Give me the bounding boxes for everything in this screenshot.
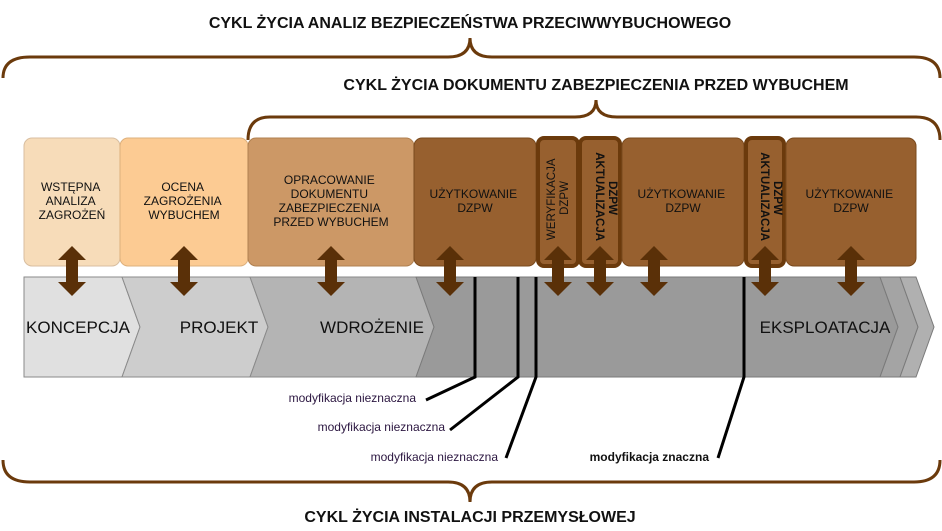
box-uzytkowanie-2-text: UŻYTKOWANIE DZPW xyxy=(638,187,729,215)
box-aktualizacja-1-text: AKTUALIZACJA DZPW xyxy=(593,152,618,244)
box-weryfikacja-text: WERYFIKACJA DZPW xyxy=(546,156,571,240)
modification-lines xyxy=(425,277,746,459)
box-aktualizacja-2-text: AKTUALIZACJA DZPW xyxy=(758,152,783,244)
phase-label-eksploatacja: EKSPLOATACJA xyxy=(760,318,891,337)
box-wstepna-analiza-text: WSTĘPNA ANALIZA ZAGROŻEŃ xyxy=(39,180,106,222)
box-uzytkowanie-3-text: UŻYTKOWANIE DZPW xyxy=(806,187,897,215)
title-top: CYKL ŻYCIA ANALIZ BEZPIECZEŃSTWA PRZECIW… xyxy=(209,13,731,32)
brace-middle xyxy=(246,99,942,141)
brace-top xyxy=(1,37,942,79)
brace-bottom xyxy=(1,459,942,503)
box-opracowanie-dzpw-text: OPRACOWANIE DOKUMENTU ZABEZPIECZENIA PRZ… xyxy=(273,173,388,229)
title-bottom: CYKL ŻYCIA INSTALACJI PRZEMYSŁOWEJ xyxy=(304,508,635,526)
phase-label-koncepcja: KONCEPCJA xyxy=(26,318,131,337)
mod-label-1: modyfikacja nieznaczna xyxy=(289,391,417,405)
mod-label-3: modyfikacja nieznaczna xyxy=(371,450,499,464)
phase-label-projekt: PROJEKT xyxy=(180,318,258,337)
mod-line-3 xyxy=(504,277,538,459)
mod-label-2: modyfikacja nieznaczna xyxy=(318,420,446,434)
mod-line-1 xyxy=(425,277,477,402)
mod-line-4 xyxy=(716,277,746,459)
mod-label-4: modyfikacja znaczna xyxy=(590,450,710,464)
box-ocena-zagrozenia-text: OCENA ZAGROŻENIA WYBUCHEM xyxy=(144,180,225,222)
phase-chevron-2 xyxy=(899,276,935,378)
mod-line-2 xyxy=(449,277,520,432)
box-uzytkowanie-1-text: UŻYTKOWANIE DZPW xyxy=(430,187,521,215)
title-middle: CYKL ŻYCIA DOKUMENTU ZABEZPIECZENIA PRZE… xyxy=(343,76,848,94)
phase-label-wdrozenie: WDROŻENIE xyxy=(320,318,424,337)
